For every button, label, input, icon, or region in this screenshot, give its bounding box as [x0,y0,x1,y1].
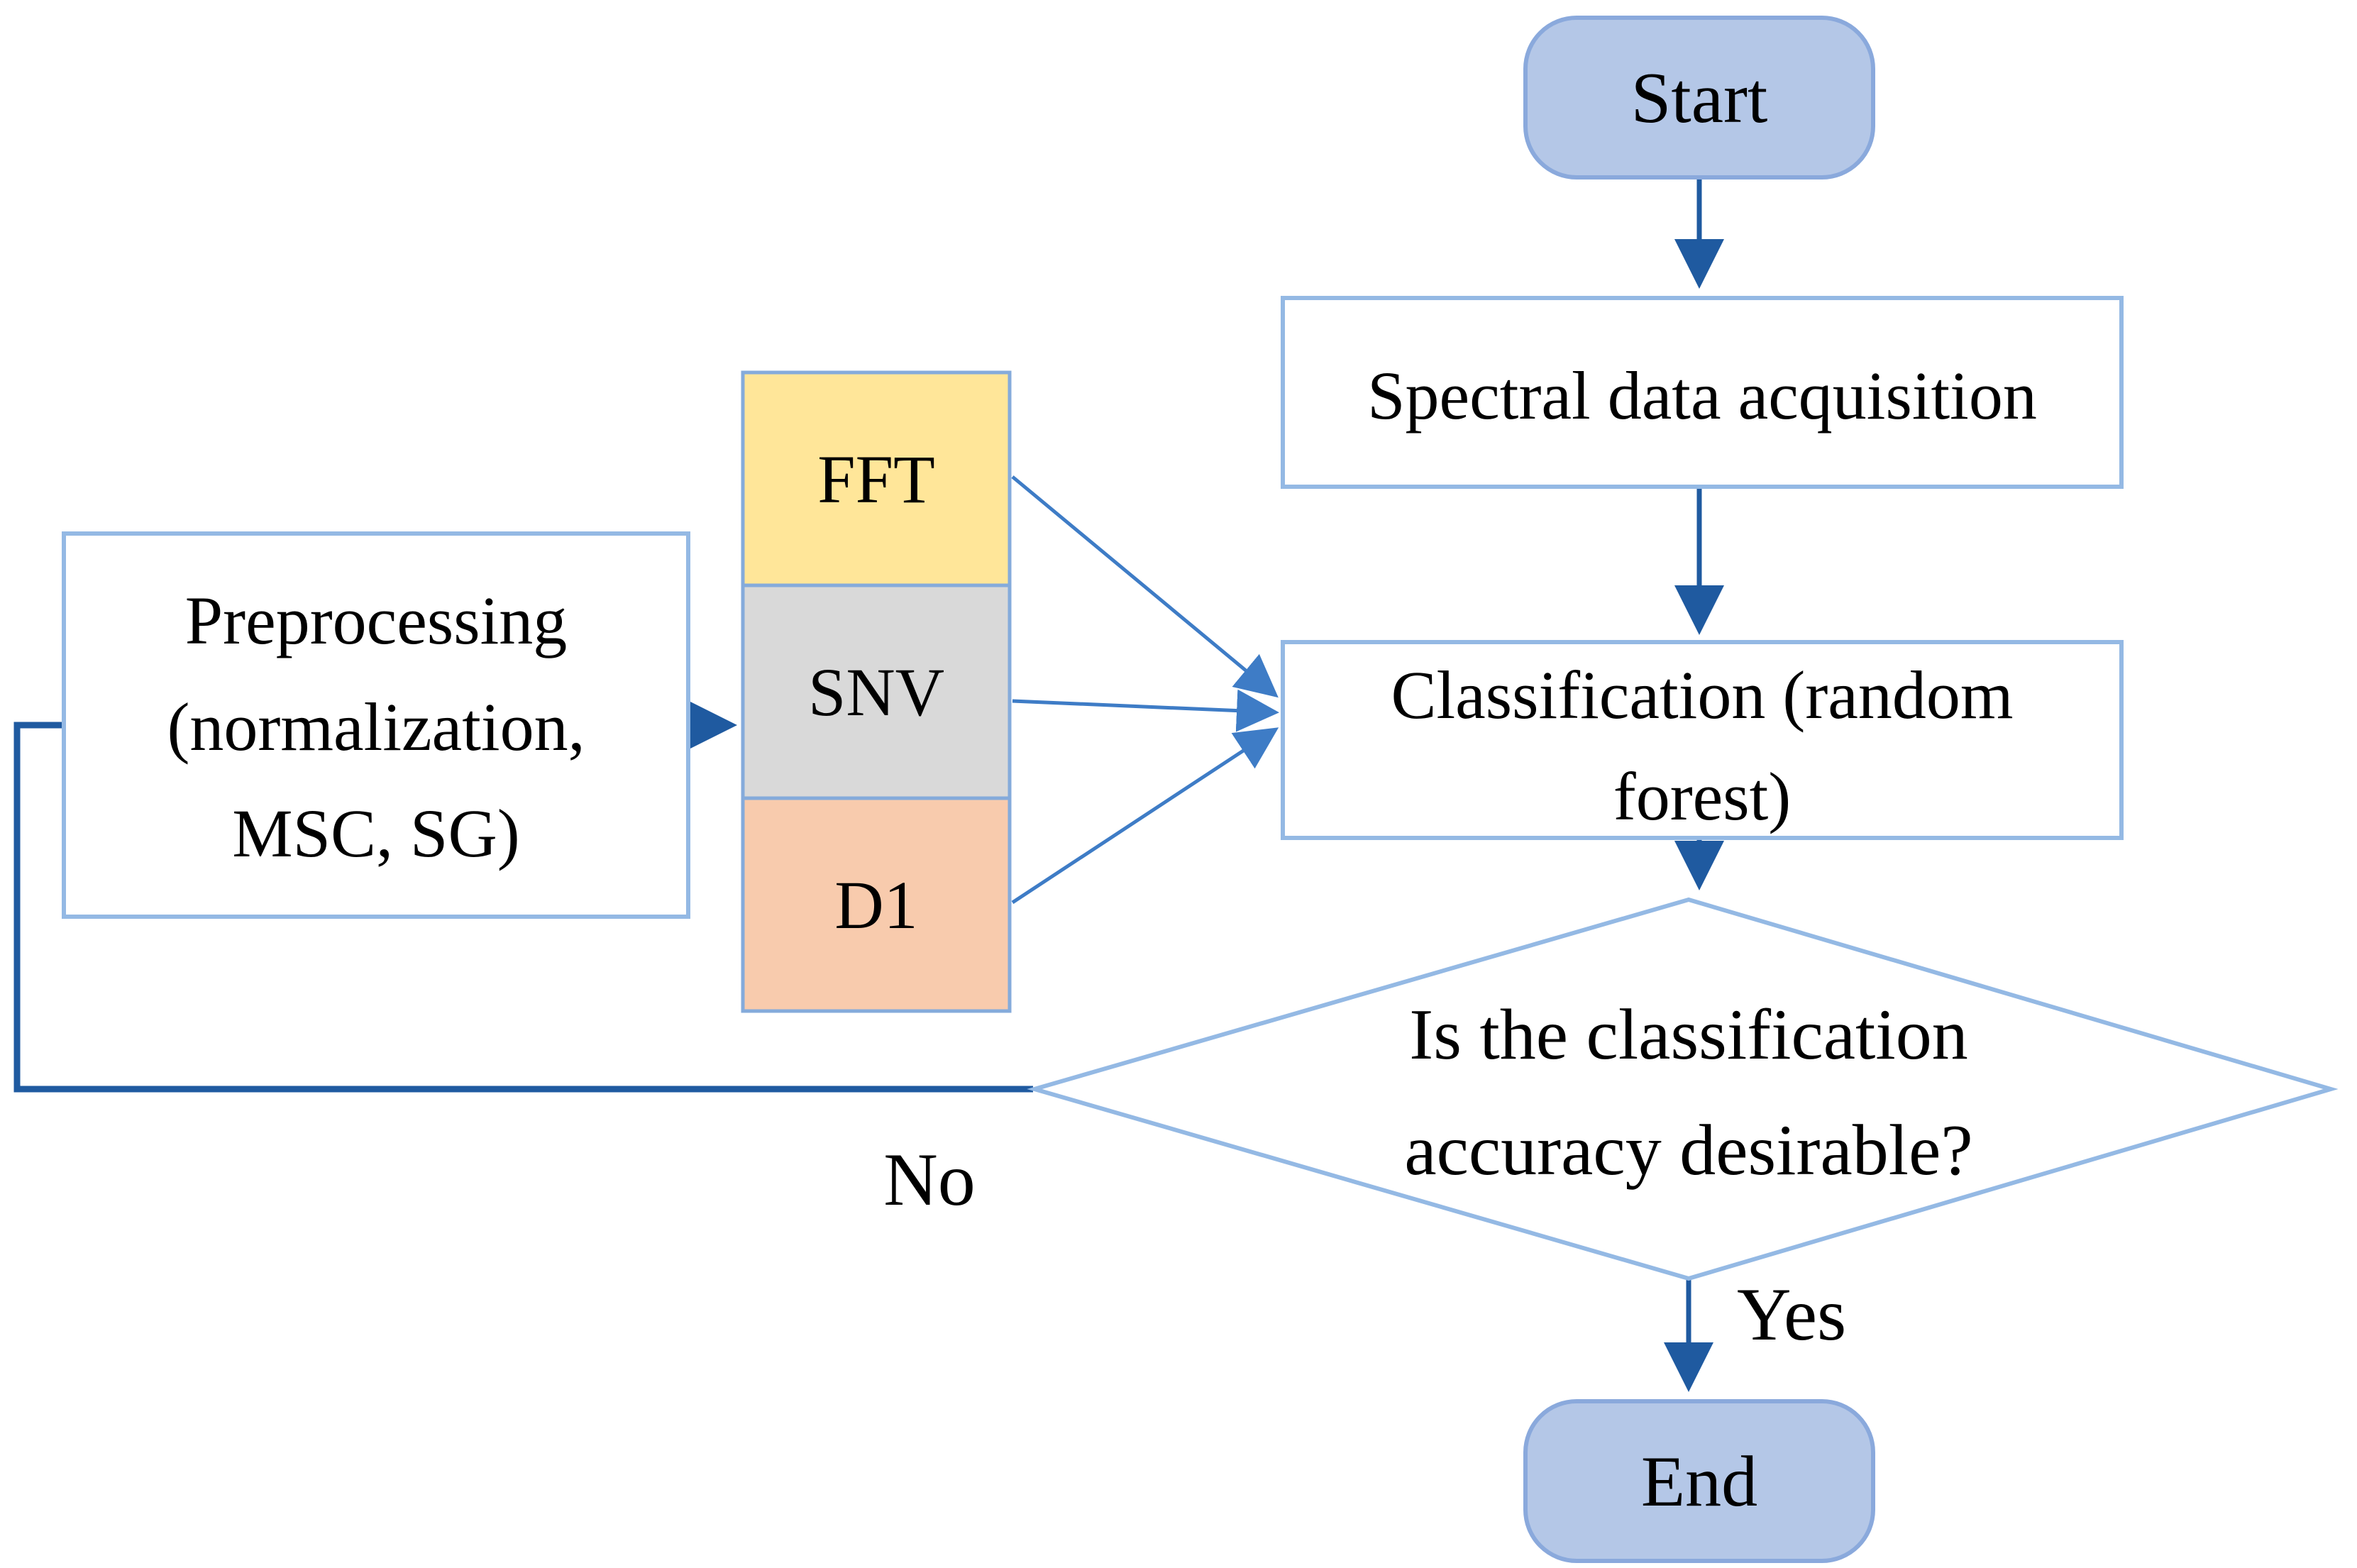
start-label: Start [1631,58,1768,138]
decision-diamond [1027,897,2339,1281]
preprocessing-label-line-2: (normalization, [167,689,585,765]
edge-fft-to-classification [1011,475,1279,698]
d1-cell [741,796,1012,1013]
end-node [1523,1399,1875,1563]
preprocessing-label-line-1: Preprocessing [185,583,568,658]
yes-label: Yes [1737,1273,1846,1356]
decision-label-line-1: Is the classification [1409,995,1967,1075]
preprocessing-label-line-3: MSC, SG) [232,795,519,871]
d1-label: D1 [834,867,917,943]
methods-stack: FFT SNV D1 [741,370,1012,1013]
classification-box [1281,640,2124,840]
decision-label-line-2: accuracy desirable? [1404,1110,1972,1191]
end-label: End [1641,1442,1757,1522]
spectral-label: Spectral data acquisition [1367,358,2037,434]
edge-snv-to-classification [1012,689,1279,732]
edge-d1-to-classification [1011,727,1279,905]
snv-label: SNV [808,654,944,730]
edge-no-feedback-loop [13,722,1033,1093]
classification-label-line-2: forest) [1613,758,1792,834]
preprocessing-box [62,531,690,919]
no-label: No [883,1138,976,1221]
fft-cell [741,370,1012,587]
spectral-box [1281,296,2124,489]
fft-label: FFT [817,441,934,517]
start-node [1523,16,1875,180]
classification-label-line-1: Classification (random [1391,657,2013,733]
